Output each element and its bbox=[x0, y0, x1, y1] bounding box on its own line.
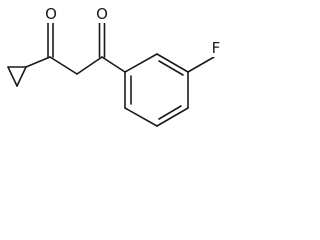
carbonyl-1 bbox=[47, 19, 54, 58]
oxygen-1-label: O bbox=[45, 5, 57, 23]
carbonyl-2 bbox=[98, 19, 106, 58]
oxygen-2-atom: O bbox=[95, 5, 109, 23]
benzene-double-2 bbox=[158, 105, 182, 120]
fluorine-label: F bbox=[212, 39, 221, 57]
benzene-double-1 bbox=[158, 60, 184, 76]
bond-c1-to-ch2 bbox=[49, 56, 78, 75]
bond-ring-to-f bbox=[187, 56, 215, 73]
bond-c2-to-ring bbox=[101, 56, 126, 73]
cyclopropyl-bond-left bbox=[7, 66, 18, 87]
oxygen-2-label: O bbox=[96, 5, 108, 23]
benzene-bond-1 bbox=[124, 53, 158, 73]
oxygen-1-atom: O bbox=[44, 5, 58, 23]
bond-ring-to-c1 bbox=[25, 56, 51, 68]
structure-canvas: O O F bbox=[7, 5, 223, 127]
benzene-ring bbox=[124, 53, 189, 127]
cyclopropyl-ring bbox=[7, 66, 27, 87]
cyclopropyl-bond-right bbox=[16, 66, 27, 87]
benzene-bond-4 bbox=[156, 107, 189, 127]
molecule-structure: O O F bbox=[7, 5, 223, 127]
benzene-bond-2 bbox=[156, 53, 189, 73]
bond-ch2-to-c2 bbox=[76, 56, 103, 75]
benzene-bond-5 bbox=[124, 107, 158, 127]
fluorine-atom: F bbox=[209, 39, 223, 57]
